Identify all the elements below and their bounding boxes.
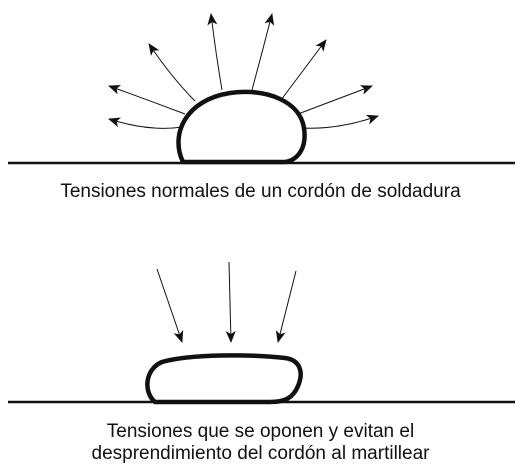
stress-arrow bbox=[300, 114, 379, 129]
caption-normal-stresses: Tensiones normales de un cordón de solda… bbox=[0, 181, 521, 203]
stress-arrow bbox=[280, 39, 327, 101]
caption-opposing-stresses: Tensiones que se oponen y evitan el desp… bbox=[0, 421, 521, 465]
compression-arrow bbox=[275, 270, 297, 343]
compression-arrow bbox=[156, 268, 184, 343]
stress-arrow bbox=[251, 13, 275, 91]
stress-arrow bbox=[108, 117, 183, 129]
stress-arrow bbox=[207, 13, 223, 91]
compression-arrow bbox=[225, 261, 236, 343]
stress-arrow bbox=[297, 85, 373, 115]
stress-arrow bbox=[148, 43, 196, 102]
inward-stress-arrows bbox=[156, 261, 297, 343]
caption-line-1: Tensiones que se oponen y evitan el bbox=[106, 421, 415, 442]
outward-stress-arrows bbox=[108, 13, 379, 129]
stress-arrow bbox=[108, 85, 186, 115]
bottom-figure bbox=[8, 261, 515, 405]
caption-text: Tensiones normales de un cordón de solda… bbox=[60, 181, 461, 202]
weld-bead-hammered bbox=[145, 353, 303, 405]
top-figure bbox=[8, 13, 515, 165]
caption-line-2: desprendimiento del cordón al martillear bbox=[91, 443, 430, 464]
weld-bead bbox=[176, 89, 307, 165]
